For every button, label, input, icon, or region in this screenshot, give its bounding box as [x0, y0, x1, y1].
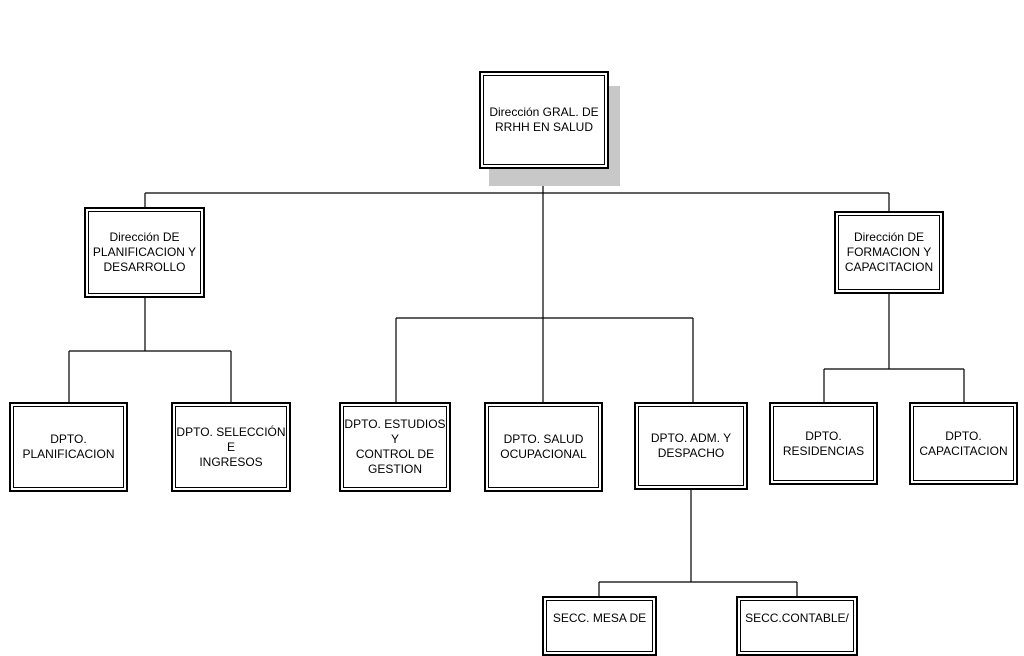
secc-mesa-box[interactable]: SECC. MESA DE: [542, 596, 657, 656]
root-box[interactable]: Dirección GRAL. DE RRHH EN SALUD: [479, 71, 609, 169]
dpto-capacitacion-box[interactable]: DPTO. CAPACITACION: [909, 402, 1018, 485]
dpto-capacitacion-label: DPTO. CAPACITACION: [919, 428, 1008, 458]
root-label: Dirección GRAL. DE RRHH EN SALUD: [489, 105, 599, 134]
dpto-salud-box[interactable]: DPTO. SALUD OCUPACIONAL: [484, 402, 603, 492]
dpto-estudios-label: DPTO. ESTUDIOS Y CONTROL DE GESTION: [344, 417, 446, 476]
connector-lines: [68, 168, 965, 596]
dir-planificacion-box[interactable]: Dirección DE PLANIFICACION Y DESARROLLO: [84, 207, 205, 298]
dir-formacion-label: Dirección DE FORMACION Y CAPACITACION: [844, 230, 934, 274]
dir-formacion-box[interactable]: Dirección DE FORMACION Y CAPACITACION: [834, 211, 944, 294]
dpto-residencias-label: DPTO. RESIDENCIAS: [782, 428, 865, 458]
dpto-adm-label: DPTO. ADM. Y DESPACHO: [650, 431, 732, 460]
secc-mesa-label: SECC. MESA DE: [552, 611, 647, 625]
dpto-salud-label: DPTO. SALUD OCUPACIONAL: [500, 432, 587, 461]
dpto-adm-box[interactable]: DPTO. ADM. Y DESPACHO: [634, 402, 748, 490]
dpto-seleccion-box[interactable]: DPTO. SELECCIÓN E INGRESOS: [171, 402, 291, 492]
dpto-residencias-box[interactable]: DPTO. RESIDENCIAS: [769, 402, 878, 485]
secc-contable-box[interactable]: SECC.CONTABLE/: [736, 596, 858, 656]
dpto-planificacion-box[interactable]: DPTO. PLANIFICACION: [9, 402, 128, 492]
dpto-estudios-box[interactable]: DPTO. ESTUDIOS Y CONTROL DE GESTION: [339, 402, 451, 492]
dpto-seleccion-label: DPTO. SELECCIÓN E INGRESOS: [176, 424, 286, 469]
secc-contable-label: SECC.CONTABLE/: [745, 611, 849, 625]
dir-planificacion-label: Dirección DE PLANIFICACION Y DESARROLLO: [92, 230, 197, 274]
dpto-planificacion-label: DPTO. PLANIFICACION: [22, 432, 115, 461]
